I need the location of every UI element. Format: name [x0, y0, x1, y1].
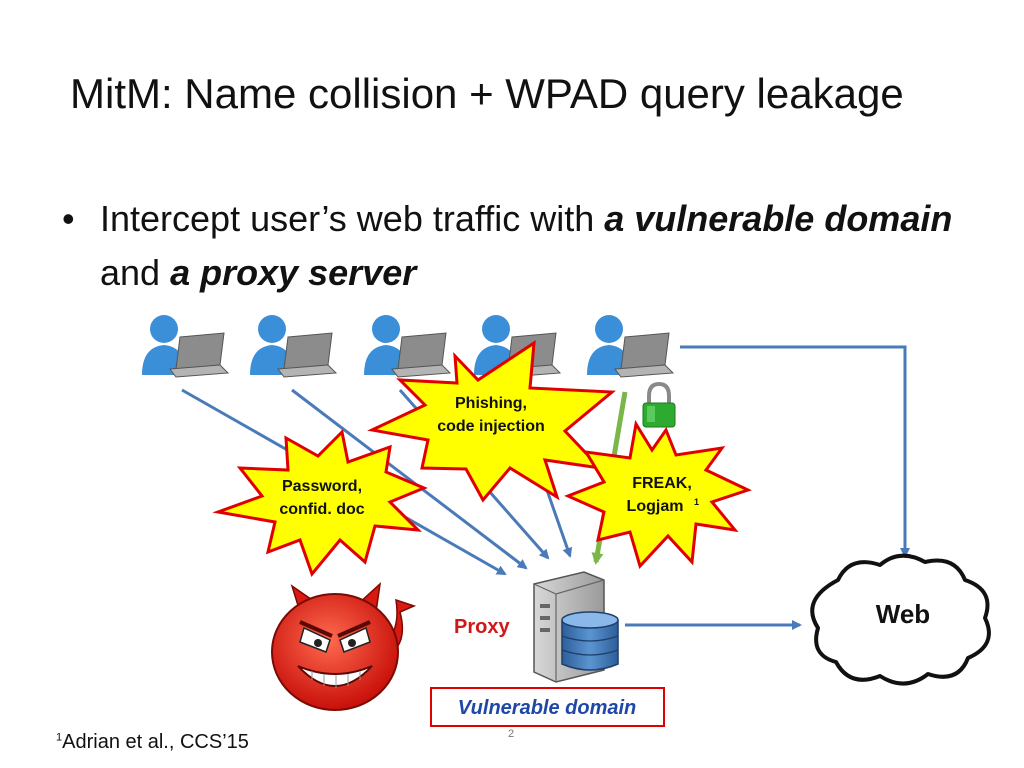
bullet-text: Intercept user’s web traffic with a vuln…: [100, 192, 960, 300]
burst-freak-line2: Logjam: [627, 498, 684, 515]
user-icon: [150, 315, 178, 343]
user-icon: [595, 315, 623, 343]
user-with-laptop-3: [364, 315, 452, 378]
laptop-icon: [620, 332, 670, 370]
user-icon: [372, 315, 400, 343]
arrow-user5-to-web: [680, 345, 910, 558]
user-with-laptop-2: [250, 315, 338, 378]
footnote-text: Adrian et al., CCS’15: [62, 731, 249, 753]
bullet-text-part2: and: [100, 252, 171, 293]
bullet-text-part1: Intercept user’s web traffic with: [100, 198, 605, 239]
vulnerable-domain-box: [430, 687, 665, 727]
page-number: 2: [508, 728, 515, 740]
burst-phishing-line2: code injection: [437, 418, 545, 435]
burst-password-line2: confid. doc: [279, 501, 364, 518]
web-cloud: Web: [810, 553, 991, 686]
footnote: 1Adrian et al., CCS’15: [56, 731, 249, 754]
bullet-marker: •: [62, 198, 75, 239]
laptop-icon: [397, 332, 447, 370]
slide-title: MitM: Name collision + WPAD query leakag…: [70, 70, 904, 117]
web-label: Web: [876, 599, 930, 629]
burst-password: Password, confid. doc: [212, 428, 428, 578]
burst-freak-footnote-mark: 1: [694, 497, 699, 507]
proxy-server-icon: [533, 571, 619, 683]
burst-password-line1: Password,: [282, 478, 362, 495]
burst-freak: FREAK, Logjam 1: [564, 419, 753, 569]
burst-phishing: Phishing, code injection: [367, 340, 616, 503]
burst-phishing-line1: Phishing,: [455, 395, 527, 412]
laptop-icon: [175, 332, 225, 370]
proxy-label: Proxy: [454, 616, 510, 638]
bullet-bold-proxy-server: a proxy server: [170, 252, 417, 293]
user-with-laptop-5: [587, 315, 675, 378]
user-icon: [258, 315, 286, 343]
arrow-user2-to-proxy: [291, 388, 528, 570]
burst-freak-line1: FREAK,: [632, 475, 692, 492]
bullet-bold-vulnerable-domain: a vulnerable domain: [604, 198, 953, 239]
vulnerable-domain-label: Vulnerable domain: [458, 697, 637, 719]
database-icon: [561, 611, 619, 671]
laptop-icon: [283, 332, 333, 370]
user-with-laptop-1: [142, 315, 230, 378]
lock-icon: [642, 381, 676, 428]
user-icon: [482, 315, 510, 343]
devil-attacker-icon: [271, 582, 417, 711]
footnote-mark: 1: [56, 731, 63, 744]
